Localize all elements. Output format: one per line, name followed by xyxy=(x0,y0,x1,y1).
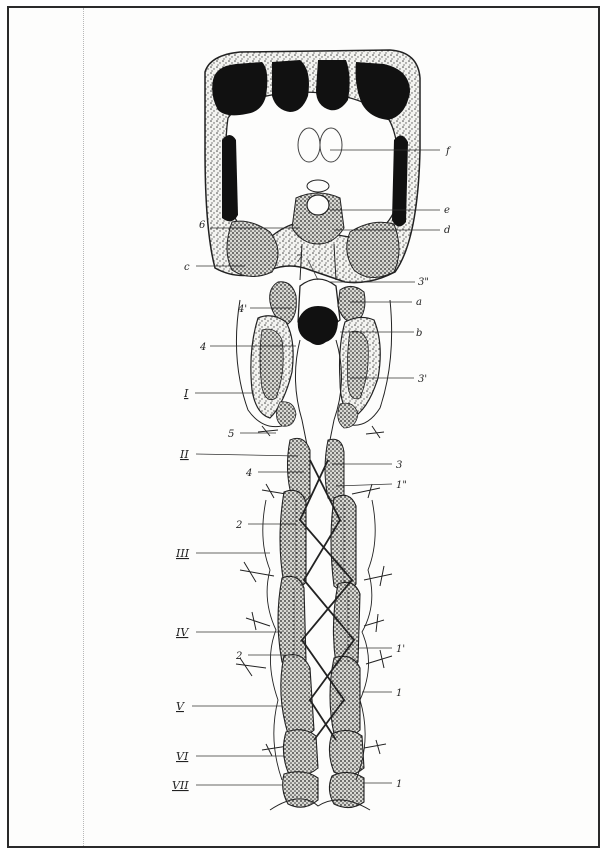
label-f: f xyxy=(445,146,452,157)
label-7: 7 xyxy=(296,254,303,265)
label-4-prime: 4' xyxy=(237,304,247,315)
label-e: e xyxy=(444,205,450,216)
label-1-prime: 1' xyxy=(396,644,405,655)
label-2-upper: 2 xyxy=(235,520,242,531)
label-roman-V: V xyxy=(176,700,185,713)
label-roman-III: III xyxy=(175,547,190,560)
label-d: d xyxy=(444,225,450,236)
label-1-lower: 1 xyxy=(396,779,402,790)
label-4-upper: 4 xyxy=(199,342,206,353)
vertebral-column xyxy=(263,438,375,810)
label-roman-VII: VII xyxy=(172,779,189,792)
label-b: b xyxy=(416,328,422,339)
label-roman-II: II xyxy=(179,448,189,461)
label-a: a xyxy=(416,297,422,308)
label-3dd: 3" xyxy=(418,277,429,288)
label-roman-VI: VI xyxy=(176,750,189,763)
label-6: 6 xyxy=(199,220,206,231)
label-2-lower: 2 xyxy=(235,651,242,662)
label-1-dd: 1" xyxy=(396,480,407,491)
label-c: c xyxy=(184,262,190,273)
cranium xyxy=(205,50,420,283)
label-1-upper: 1 xyxy=(396,688,402,699)
label-4-lower: 4 xyxy=(245,468,252,479)
label-3-prime: 3' xyxy=(418,374,427,385)
label-roman-I: I xyxy=(183,387,189,400)
label-5: 5 xyxy=(228,429,234,440)
label-3: 3 xyxy=(396,460,402,471)
label-roman-IV: IV xyxy=(175,626,189,639)
